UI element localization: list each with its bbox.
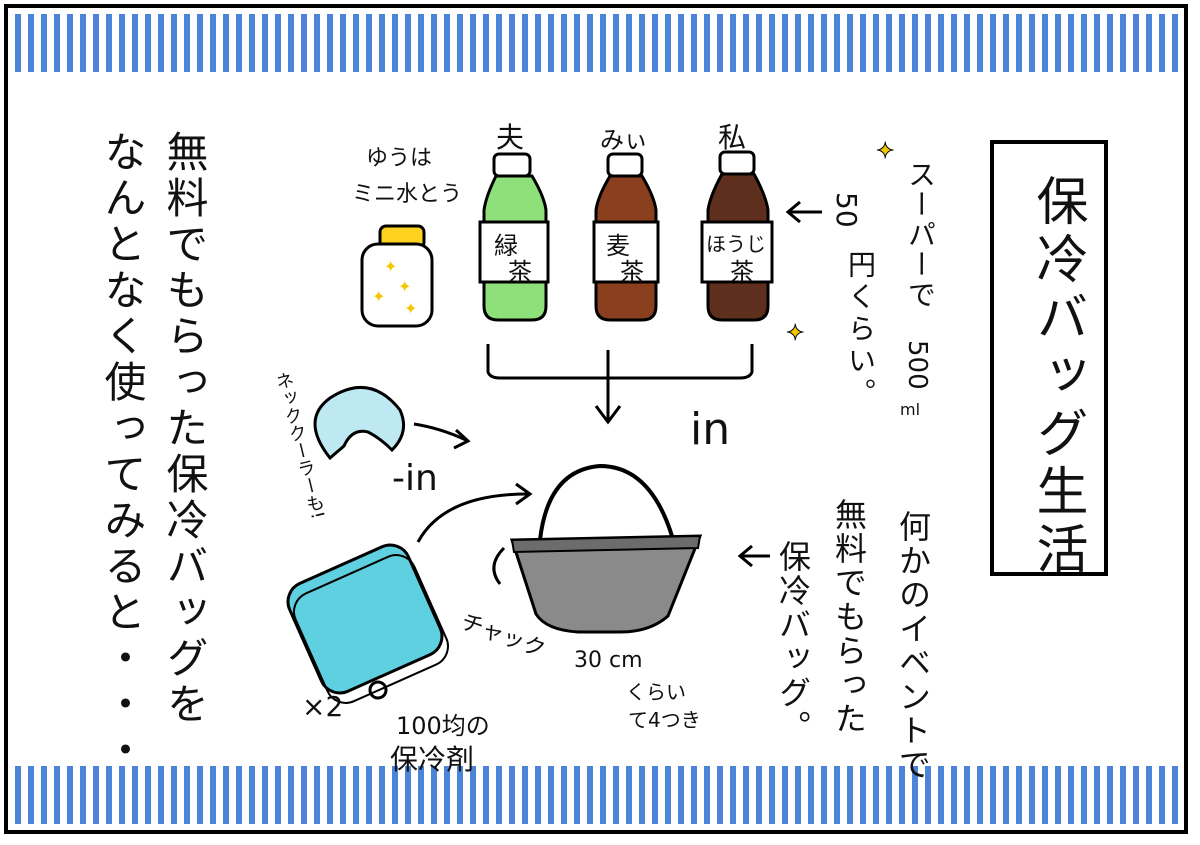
svg-text:✦: ✦ [404, 299, 417, 318]
narration-line-2: なんとなく使ってみると・・・ [98, 130, 147, 774]
barley-tea-owner: みぃ [600, 126, 648, 154]
bag-desc-line-3: 保冷バッグ。 [774, 540, 812, 744]
barley-tea-label-b: 茶 [620, 258, 644, 286]
mini-thermos-caption: ミニ水とう [352, 182, 463, 207]
mini-thermos-illustration: ✦ ✦ ✦ ✦ [360, 224, 434, 328]
super-note-volume: 500 [902, 340, 932, 390]
bag-size-line-1: 30 cm [574, 648, 643, 673]
in-label-main: in [690, 404, 731, 455]
page-title: 保冷バッグ生活 [1027, 174, 1087, 580]
bag-desc-line-1: 何かのイベントで [894, 510, 932, 782]
narration-line-1: 無料でもらった保冷バッグを [160, 130, 209, 728]
green-tea-label-b: 茶 [508, 258, 532, 286]
neck-cooler-illustration [313, 385, 406, 461]
super-note-text: スーパーで [904, 160, 937, 310]
green-tea-owner: 夫 [496, 121, 525, 154]
cooler-bag-illustration [492, 463, 703, 634]
svg-text:✦: ✦ [876, 139, 894, 164]
barley-tea-label-a: 麦 [606, 232, 630, 260]
svg-text:✦: ✦ [398, 277, 411, 296]
bag-size-line-2: くらい [626, 680, 686, 704]
price-note-number: 50 [830, 192, 863, 228]
bottom-stripe-border [8, 766, 1184, 824]
roasted-tea-owner: 私 [718, 121, 747, 154]
ice-pack-count: ×2 [302, 690, 344, 723]
roasted-tea-label-b: 茶 [730, 258, 754, 286]
roasted-tea-label-a: ほうじ [706, 232, 766, 256]
green-tea-label-a: 緑 [494, 232, 518, 260]
price-note-text: 円くらい。 [844, 250, 877, 410]
svg-text:✦: ✦ [786, 321, 804, 346]
bag-desc-line-2: 無料でもらった [830, 498, 868, 736]
svg-text:✦: ✦ [384, 257, 397, 276]
ice-pack-caption-1: 100均の [396, 712, 490, 740]
ice-pack-caption-2: 保冷剤 [390, 743, 475, 776]
mini-thermos-owner: ゆうは [366, 146, 433, 171]
title-box: 保冷バッグ生活 [990, 140, 1108, 580]
in-label-side: -in [392, 458, 438, 499]
ice-pack-illustration [286, 543, 449, 704]
green-tea-bottle-illustration [478, 152, 550, 322]
barley-tea-bottle-illustration [592, 152, 660, 322]
svg-text:✦: ✦ [372, 287, 385, 306]
bag-size-line-3: て4つき [628, 708, 701, 732]
super-note-unit: ml [900, 400, 921, 419]
roasted-tea-bottle-illustration [700, 150, 774, 322]
top-stripe-border [8, 14, 1184, 72]
